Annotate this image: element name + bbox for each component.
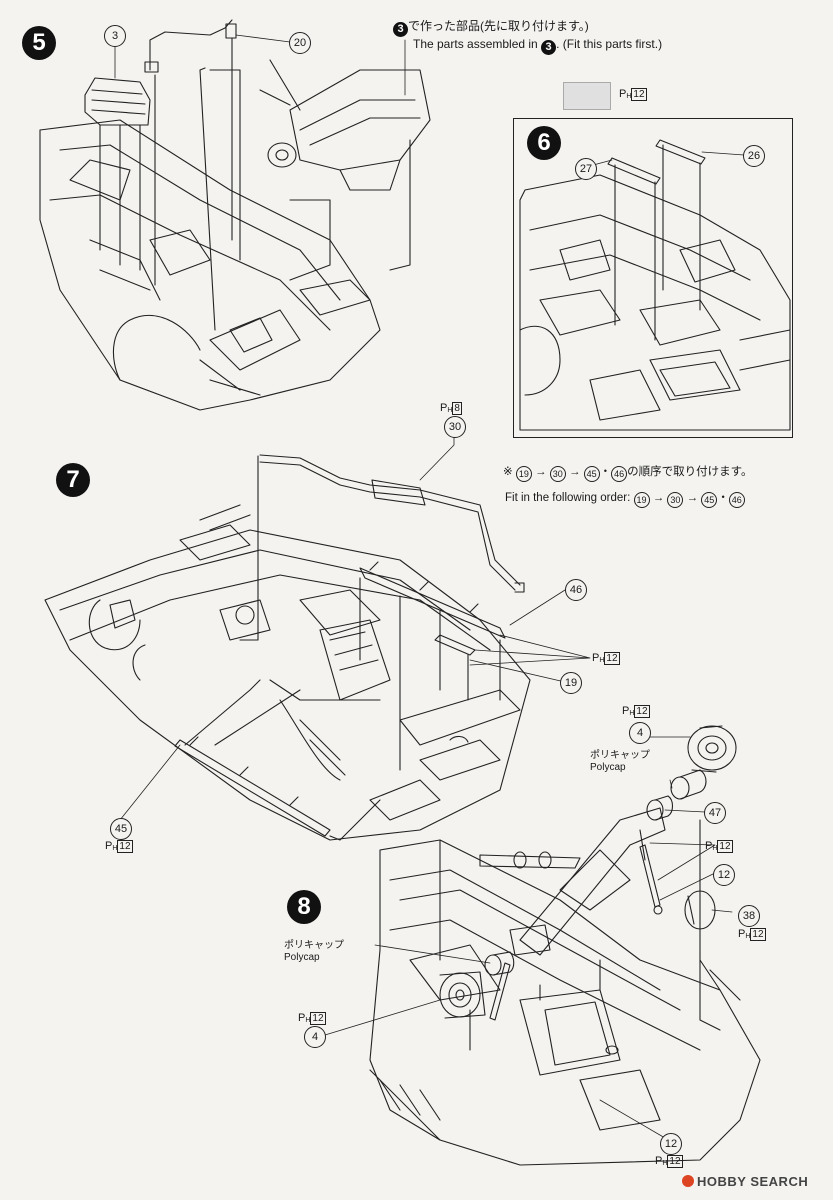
step-3-ref-badge: 3 <box>393 21 408 37</box>
logo-mark-icon <box>682 1175 694 1187</box>
step7-order-note-en: Fit in the following order: 19 → 30 → 45… <box>505 489 745 508</box>
gray-color-swatch <box>563 82 611 110</box>
step5-note-en: The parts assembled in 3. (Fit this part… <box>413 37 662 55</box>
part-30-label: 30 <box>444 416 466 438</box>
part-27-label: 27 <box>575 158 597 180</box>
step-8-badge: 8 <box>287 890 321 924</box>
part-4-right-label: 4 <box>629 722 651 744</box>
part-12-lower-label: 12 <box>660 1133 682 1155</box>
step6-drawing <box>519 139 791 431</box>
step-6-frame <box>513 118 793 438</box>
step-6-badge: 6 <box>527 126 561 160</box>
part-12-upper-label: 12 <box>713 864 735 886</box>
hobby-search-logo: HOBBY SEARCH <box>682 1174 808 1189</box>
polycap-right-label: ポリキャップ Polycap <box>590 750 650 773</box>
part-20-label: 20 <box>289 32 311 54</box>
step5-chassis-drawing <box>39 19 431 411</box>
part-47-label: 47 <box>704 802 726 824</box>
step-5-badge: 5 <box>22 26 56 60</box>
part-45-label: 45 <box>110 818 132 840</box>
part-4-left-label: 4 <box>304 1026 326 1048</box>
step5-note-en-after: . (Fit this parts first.) <box>556 37 663 51</box>
part-3-label: 3 <box>104 25 126 47</box>
polycap-left-label: ポリキャップ Polycap <box>284 940 344 963</box>
part-38-label: 38 <box>738 905 760 927</box>
leader-lines <box>114 34 745 1139</box>
step7-drawing <box>44 454 531 841</box>
step8-drawing <box>369 725 761 1166</box>
part-19-label: 19 <box>560 672 582 694</box>
step5-note-en-before: The parts assembled in <box>413 37 538 51</box>
part-26-label: 26 <box>743 145 765 167</box>
part-46-label: 46 <box>565 579 587 601</box>
step-7-badge: 7 <box>56 463 90 497</box>
step5-note-jp-text: で作った部品(先に取り付けます。) <box>408 19 589 33</box>
step-3-ref-badge-en: 3 <box>541 39 557 55</box>
